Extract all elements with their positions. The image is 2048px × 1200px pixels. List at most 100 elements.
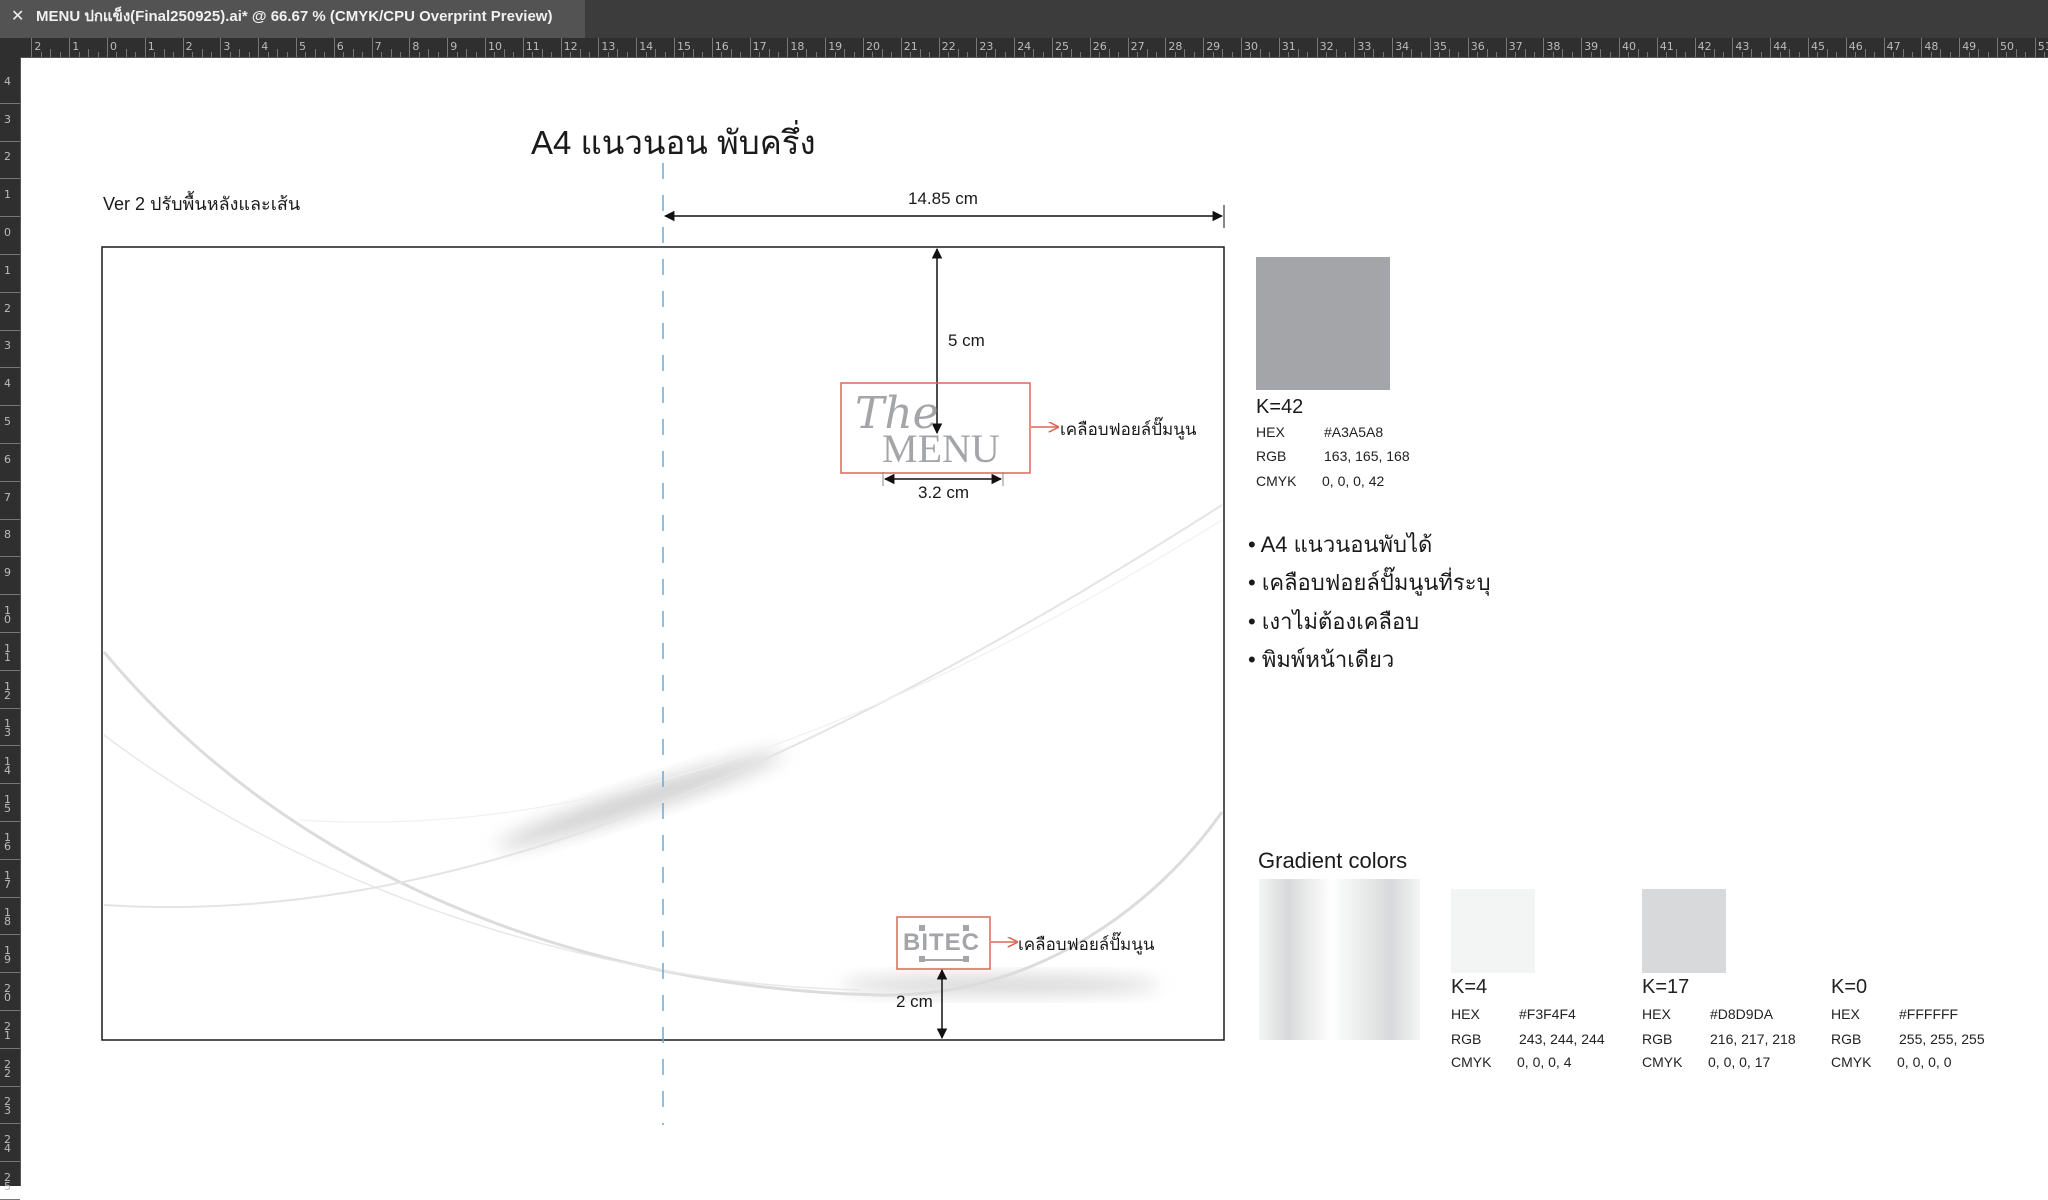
ruler-label: 12 <box>4 679 11 702</box>
swoosh-shadow <box>840 976 1160 994</box>
ruler-tick <box>598 38 600 57</box>
ruler-tick <box>107 38 108 57</box>
ruler-minor-tick <box>1033 49 1035 57</box>
ruler-minor-tick <box>1222 49 1224 57</box>
ruler-label: 23 <box>4 1095 11 1118</box>
gradient-heading: Gradient colors <box>1258 848 1408 873</box>
gradient-color-name: K=0 <box>1831 976 1868 998</box>
ruler-label: 21 <box>4 1019 11 1042</box>
ruler-minor-tick <box>702 52 704 57</box>
ruler-tick <box>976 38 978 57</box>
ruler-minor-tick <box>777 52 779 57</box>
ruler-minor-tick <box>40 52 42 57</box>
ruler-label: 41 <box>1659 40 1674 53</box>
document-title: MENU ปกแข็ง(Final250925).ai* @ 66.67 % (… <box>36 8 553 25</box>
ruler-tick <box>0 934 20 936</box>
ruler-minor-tick <box>872 52 874 57</box>
ruler-minor-tick <box>1562 49 1564 57</box>
ruler-tick <box>522 38 524 57</box>
ruler-label: 43 <box>1735 40 1750 53</box>
ruler-minor-tick <box>1874 52 1876 57</box>
ruler-minor-tick <box>664 52 666 57</box>
ruler-minor-tick <box>1080 52 1082 57</box>
ruler-minor-tick <box>1600 49 1602 57</box>
ruler-tick <box>447 38 449 57</box>
ruler-minor-tick <box>1637 49 1639 57</box>
ruler-minor-tick <box>1987 52 1989 57</box>
ruler-tick <box>1089 38 1091 57</box>
ruler-label: 2 <box>34 40 42 53</box>
ruler-tick <box>0 329 20 331</box>
ruler-tick <box>296 38 297 57</box>
ruler-label: 29 <box>1206 40 1221 53</box>
ruler-tick <box>900 38 902 57</box>
ruler-minor-tick <box>1269 52 1271 57</box>
ruler-tick <box>485 38 486 57</box>
ruler-label: 17 <box>752 40 767 53</box>
ruler-minor-tick <box>1458 52 1460 57</box>
ruler-minor-tick <box>1250 52 1252 57</box>
ruler-tick <box>0 178 20 180</box>
ruler-tick <box>0 1009 20 1011</box>
swoosh-curve <box>103 504 1223 908</box>
ruler-minor-tick <box>1146 49 1148 57</box>
ruler-tick <box>0 1047 20 1049</box>
ruler-tick <box>0 707 20 709</box>
ruler-minor-tick <box>314 49 316 57</box>
ruler-minor-tick <box>352 49 354 57</box>
spec-item: • A4 แนวนอนพับได้ <box>1248 532 1433 557</box>
version-note: Ver 2 ปรับพื้นหลังและเส้น <box>103 194 301 214</box>
ruler-minor-tick <box>834 52 836 57</box>
ruler-minor-tick <box>1647 52 1649 57</box>
ruler-tick <box>1543 38 1545 57</box>
document-tab[interactable]: ✕ MENU ปกแข็ง(Final250925).ai* @ 66.67 %… <box>0 0 585 38</box>
ruler-label: 1 <box>4 188 11 202</box>
ruler-minor-tick <box>1297 49 1299 57</box>
ruler-tick <box>1316 38 1318 57</box>
ruler-minor-tick <box>588 52 590 57</box>
ruler-minor-tick <box>768 49 770 57</box>
ruler-minor-tick <box>135 52 137 57</box>
ruler-minor-tick <box>1420 52 1422 57</box>
ruler-label: 14 <box>4 755 11 778</box>
ruler-tick <box>787 38 789 57</box>
ruler-label: 46 <box>1848 40 1863 53</box>
page-heading: A4 แนวนอน พับครึ่ง <box>531 124 816 161</box>
ruler-minor-tick <box>1533 52 1535 57</box>
ruler-minor-tick <box>626 52 628 57</box>
ruler-minor-tick <box>966 52 968 57</box>
ruler-tick <box>0 594 20 596</box>
close-icon[interactable]: ✕ <box>11 8 25 25</box>
top-margin-label: 5 cm <box>948 331 985 350</box>
ruler-tick <box>0 972 20 974</box>
ruler-tick <box>0 669 20 671</box>
ruler-tick <box>711 38 713 57</box>
ruler-tick <box>1959 38 1961 57</box>
ruler-minor-tick <box>88 49 90 57</box>
ruler-minor-tick <box>1930 52 1932 57</box>
gradient-color-rgb-label: RGB <box>1642 1031 1673 1047</box>
ruler-tick <box>2034 38 2036 57</box>
gradient-color-name: K=4 <box>1451 976 1488 998</box>
ruler-tick <box>1241 38 1242 57</box>
ruler-tick <box>0 1123 20 1125</box>
ruler-minor-tick <box>985 52 987 57</box>
ruler-minor-tick <box>494 52 496 57</box>
ruler-label: 12 <box>563 40 578 53</box>
ruler-label: 4 <box>261 40 269 53</box>
ruler-minor-tick <box>50 49 52 57</box>
ruler-label: 8 <box>412 40 420 53</box>
ruler-minor-tick <box>796 52 798 57</box>
gradient-color-hex-label: HEX <box>1451 1006 1480 1022</box>
gradient-color-rgb-label: RGB <box>1451 1031 1482 1047</box>
ruler-minor-tick <box>1609 52 1611 57</box>
ruler-label: 38 <box>1546 40 1561 53</box>
ruler-minor-tick <box>1184 49 1186 57</box>
ruler-tick <box>1581 38 1583 57</box>
ruler-tick <box>0 405 20 407</box>
ruler-tick <box>1392 38 1394 57</box>
ruler-minor-tick <box>730 49 732 57</box>
logo-width-label: 3.2 cm <box>918 483 970 502</box>
